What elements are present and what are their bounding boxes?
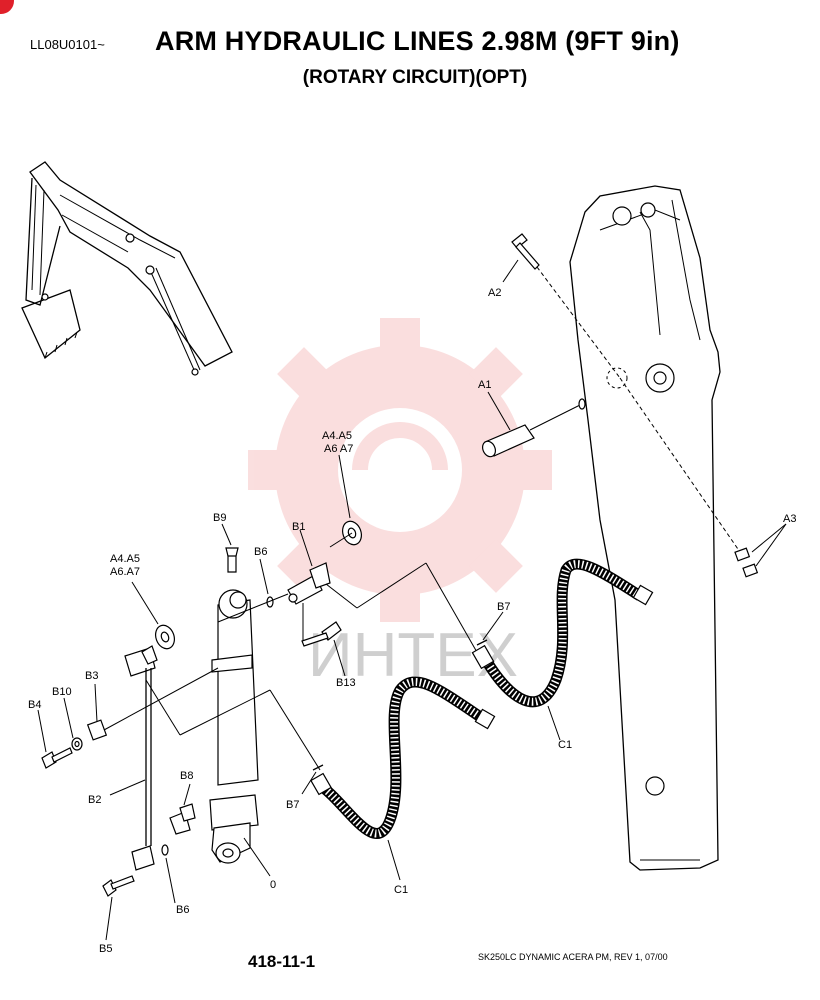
watermark-gear <box>248 318 552 622</box>
excavator-inset <box>21 161 233 376</box>
label-b6-bottom: B6 <box>176 904 189 916</box>
label-a4-right-line2: A6 A7 <box>324 443 353 455</box>
bolt-a2 <box>502 233 741 553</box>
label-b7-left: B7 <box>286 799 299 811</box>
page-title: ARM HYDRAULIC LINES 2.98M (9FT 9in) <box>155 26 680 56</box>
label-b9: B9 <box>213 512 226 524</box>
washer-a4-left <box>131 581 176 650</box>
label-a1: A1 <box>478 379 491 391</box>
label-a3: A3 <box>783 513 796 525</box>
label-a2: A2 <box>488 287 501 299</box>
nuts-a3 <box>734 523 787 578</box>
label-a4-left-line1: A4.A5 <box>110 553 140 565</box>
arm-body <box>569 185 721 871</box>
doc-code: LL08U0101~ <box>30 37 105 52</box>
label-a4-right-line1: A4.A5 <box>322 430 352 442</box>
footer-reference: SK250LC DYNAMIC ACERA PM, REV 1, 07/00 <box>478 952 668 962</box>
label-b6-top: B6 <box>254 546 267 558</box>
hydraulic-cylinder <box>161 523 274 904</box>
bolt-b5 <box>102 875 135 941</box>
label-c1-bottom: C1 <box>394 884 408 896</box>
oring-b7 <box>301 611 504 795</box>
hose-c1-right <box>471 558 654 741</box>
label-b2: B2 <box>88 794 101 806</box>
label-b13: B13 <box>336 677 356 689</box>
page-number: 418-11-1 <box>248 952 316 971</box>
elbow-b8 <box>169 783 196 835</box>
label-b10: B10 <box>52 686 72 698</box>
label-c1-right: C1 <box>558 739 572 751</box>
bolt-b13 <box>301 603 346 677</box>
label-zero: 0 <box>270 879 276 891</box>
hose-c1-bottom <box>310 676 496 881</box>
label-b3: B3 <box>85 670 98 682</box>
label-b1: B1 <box>292 521 305 533</box>
label-a4-left-line2: A6.A7 <box>110 566 140 578</box>
clamp-assembly <box>37 645 321 871</box>
label-b4: B4 <box>28 699 41 711</box>
label-b7-right: B7 <box>497 601 510 613</box>
label-b5: B5 <box>99 943 112 955</box>
label-b8: B8 <box>180 770 193 782</box>
pin-a1 <box>481 391 586 458</box>
page-subtitle: (ROTARY CIRCUIT)(OPT) <box>302 67 528 88</box>
